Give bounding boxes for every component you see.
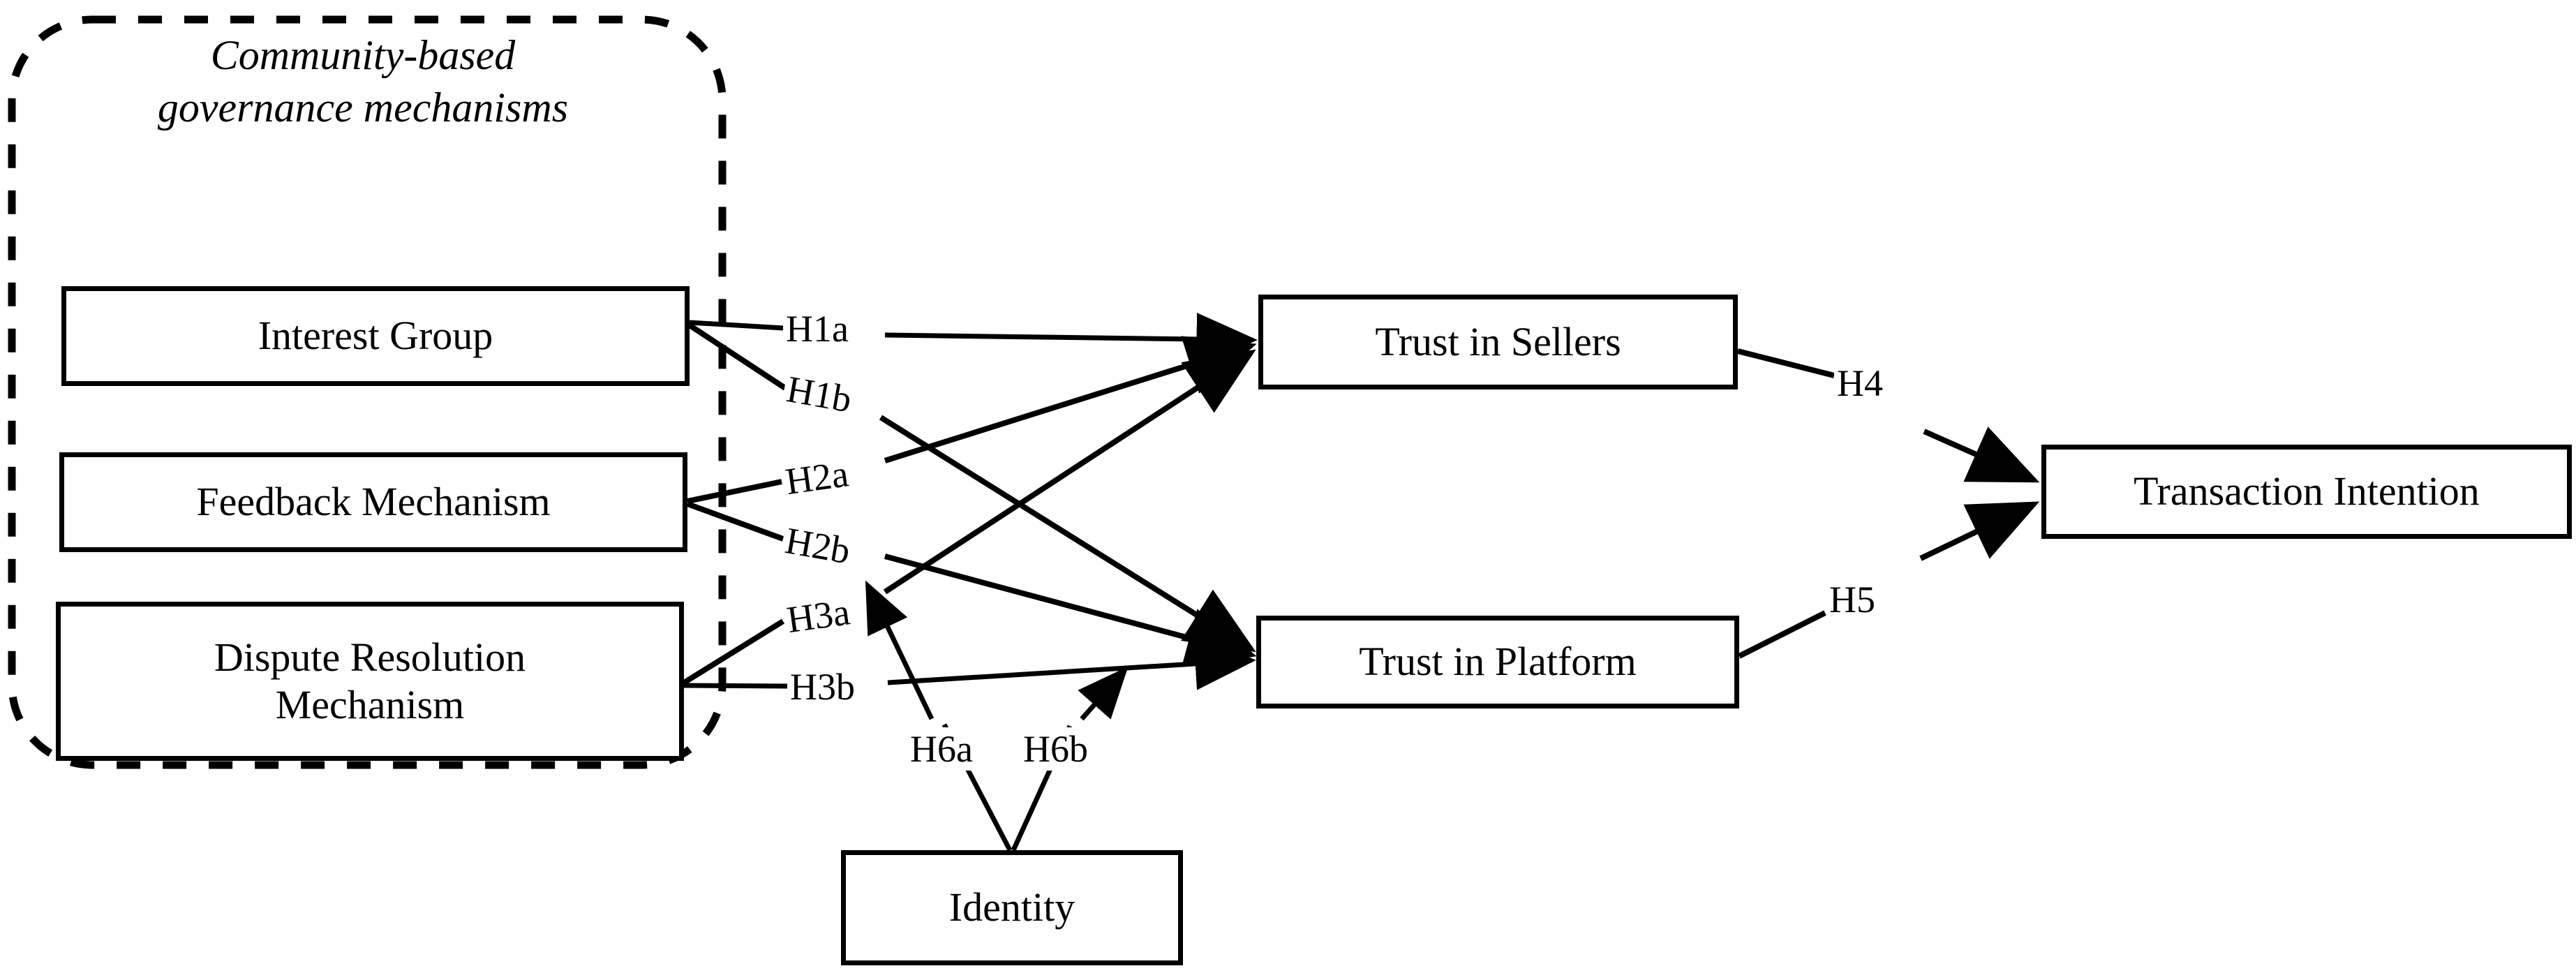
node-feedback-mechanism[interactable]: Feedback Mechanism xyxy=(59,452,687,552)
path-h1a-segment-right xyxy=(884,313,1258,366)
node-transaction-intention[interactable]: Transaction Intention xyxy=(2041,445,2572,539)
path-label-h1a: H1a xyxy=(783,307,851,350)
path-h2b-segment-left xyxy=(686,501,784,542)
node-trust-in-platform[interactable]: Trust in Platform xyxy=(1256,616,1739,708)
group-boundary-dashed-rect xyxy=(8,15,727,769)
node-trust-in-sellers[interactable]: Trust in Sellers xyxy=(1258,295,1738,389)
node-interest-group-label: Interest Group xyxy=(258,313,493,359)
path-h1a-segment-left xyxy=(689,320,784,331)
path-label-h6b: H6b xyxy=(1020,727,1091,771)
group-container-title: Community-based governance mechanisms xyxy=(157,32,569,131)
path-h2b-segment-right xyxy=(884,554,1257,667)
path-h1b-segment-left xyxy=(687,322,787,391)
path-h2a-segment-left xyxy=(687,479,782,504)
node-transaction-intention-label: Transaction Intention xyxy=(2134,468,2480,514)
path-label-h5: H5 xyxy=(1826,578,1878,621)
path-h6b-segment-upper xyxy=(1078,666,1129,721)
node-dispute-resolution-mechanism-label: Dispute Resolution Mechanism xyxy=(214,634,526,727)
path-label-h3b: H3b xyxy=(787,665,858,708)
node-trust-in-sellers-label: Trust in Sellers xyxy=(1375,318,1621,364)
path-h3a-segment-right xyxy=(883,349,1256,595)
node-identity-label: Identity xyxy=(948,884,1075,930)
path-h3a-segment-left xyxy=(682,618,785,685)
path-h4-segment-lower xyxy=(1923,426,2040,483)
path-label-h4: H4 xyxy=(1834,362,1886,405)
path-h5-segment-lower xyxy=(1738,610,1826,659)
path-h3b-segment-right xyxy=(887,637,1256,690)
node-feedback-mechanism-label: Feedback Mechanism xyxy=(196,479,551,525)
node-dispute-resolution-mechanism[interactable]: Dispute Resolution Mechanism xyxy=(56,602,684,761)
path-h4-segment-upper xyxy=(1737,348,1835,378)
path-h5-segment-upper xyxy=(1919,501,2040,561)
path-h2a-segment-right xyxy=(884,336,1257,463)
path-h3b-segment-left xyxy=(683,683,788,689)
node-identity[interactable]: Identity xyxy=(841,850,1183,965)
node-interest-group[interactable]: Interest Group xyxy=(61,286,690,386)
path-h1b-segment-right xyxy=(879,415,1256,653)
path-label-h6a: H6a xyxy=(907,727,976,771)
node-trust-in-platform-label: Trust in Platform xyxy=(1359,639,1637,685)
path-h6a-segment-upper xyxy=(865,580,935,720)
